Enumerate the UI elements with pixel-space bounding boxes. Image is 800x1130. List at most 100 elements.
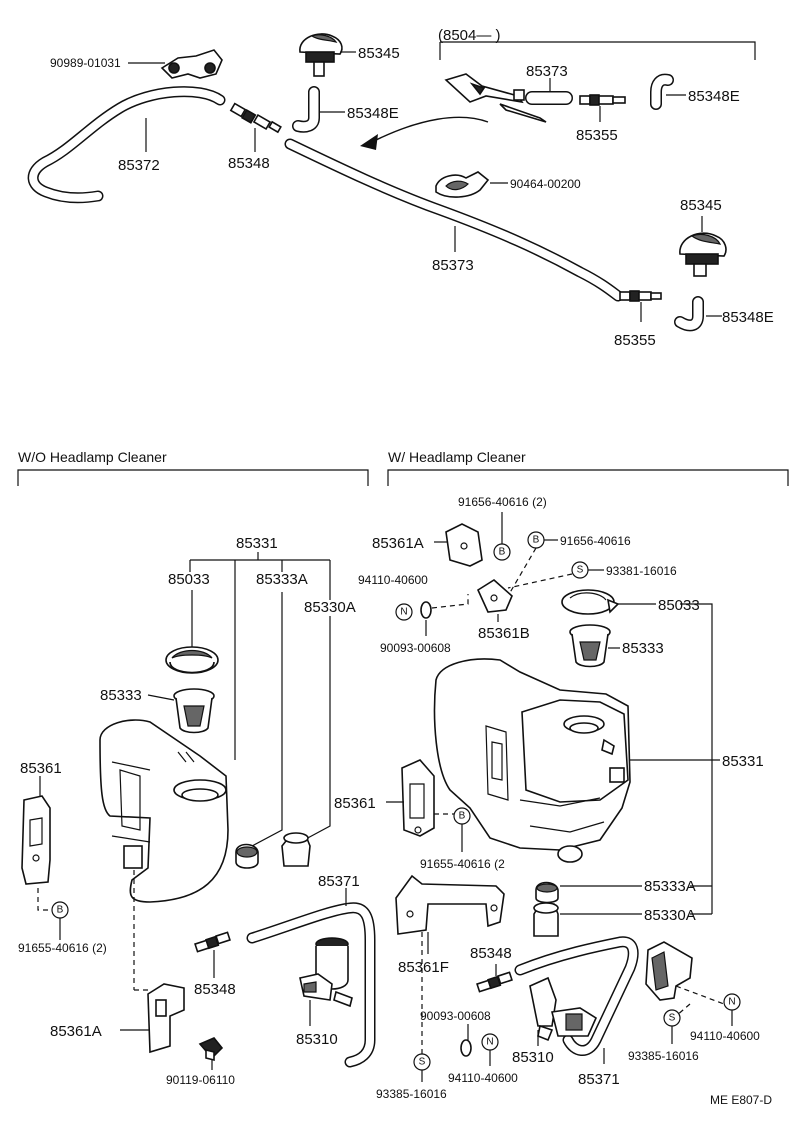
label-85345-right: 85345 bbox=[680, 197, 722, 214]
w-label-85033: 85033 bbox=[658, 597, 700, 614]
w-bracket-85361A bbox=[445, 523, 483, 567]
label-85348: 85348 bbox=[228, 155, 270, 172]
wo-strainer-85333 bbox=[173, 688, 215, 734]
wo-label-85033: 85033 bbox=[168, 571, 210, 588]
hose-clip-90989 bbox=[160, 49, 223, 79]
wo-washer-tank bbox=[99, 719, 229, 903]
wo-assembly-leader bbox=[189, 552, 331, 760]
w-label-94110-40600-b: 94110-40600 bbox=[448, 1071, 518, 1085]
diagram-code: ME E807-D bbox=[710, 1093, 772, 1107]
wo-label-85333A: 85333A bbox=[256, 571, 308, 588]
w-label-85331: 85331 bbox=[722, 753, 764, 770]
section-bracket-without bbox=[17, 469, 369, 486]
label-85348E-right: 85348E bbox=[722, 309, 774, 326]
svg-text:S: S bbox=[419, 1057, 426, 1068]
wo-bolt-90119-06110 bbox=[198, 1037, 224, 1062]
label-85373-optional: 85373 bbox=[526, 63, 568, 80]
label-85345-top: 85345 bbox=[358, 45, 400, 62]
optional-connector-85355 bbox=[579, 94, 626, 106]
w-bracket-85361F bbox=[395, 874, 505, 935]
label-85355-optional: 85355 bbox=[576, 127, 618, 144]
w-washer-90093 bbox=[420, 601, 432, 619]
w-washer-pump-85310 bbox=[529, 976, 598, 1042]
label-85373: 85373 bbox=[432, 257, 474, 274]
w-label-85333: 85333 bbox=[622, 640, 664, 657]
w-label-85330A: 85330A bbox=[644, 907, 696, 924]
optional-hose-joint bbox=[444, 73, 547, 123]
w-label-94110-40600-a: 94110-40600 bbox=[358, 573, 428, 587]
wo-label-85361A: 85361A bbox=[50, 1023, 102, 1040]
section-bracket-with bbox=[387, 469, 789, 486]
w-label-93385-16016-b: 93385-16016 bbox=[628, 1049, 699, 1063]
label-85348E-top: 85348E bbox=[347, 105, 399, 122]
w-tank-cap-85033 bbox=[561, 589, 620, 615]
wo-label-90119-06110: 90119-06110 bbox=[166, 1073, 235, 1087]
svg-text:N: N bbox=[728, 997, 735, 1008]
wo-label-85348: 85348 bbox=[194, 981, 236, 998]
w-assembly-leader bbox=[630, 603, 720, 915]
w-label-85361A: 85361A bbox=[372, 535, 424, 552]
label-90989-01031: 90989-01031 bbox=[50, 56, 121, 70]
section-title-with-cleaner: W/ Headlamp Cleaner bbox=[388, 449, 526, 465]
w-label-85361F: 85361F bbox=[398, 959, 449, 976]
clip-90464-00200 bbox=[435, 171, 490, 198]
wo-label-85371: 85371 bbox=[318, 873, 360, 890]
wo-grommet-85333A bbox=[235, 843, 259, 869]
washer-nozzle-85345-top bbox=[299, 33, 343, 77]
w-label-94110-40600-c: 94110-40600 bbox=[690, 1029, 760, 1043]
elbow-hose-85348E-top bbox=[292, 86, 320, 133]
routing-arrow bbox=[360, 116, 489, 150]
svg-text:N: N bbox=[400, 607, 407, 618]
w-label-90093-00608-a: 90093-00608 bbox=[380, 641, 451, 655]
connector-85355-right bbox=[619, 290, 662, 302]
wo-tank-cap-85033 bbox=[165, 646, 219, 674]
label-85355-right: 85355 bbox=[614, 332, 656, 349]
w-label-85371: 85371 bbox=[578, 1071, 620, 1088]
wo-hose-85371 bbox=[246, 902, 376, 1068]
w-label-91656-40616: 91656-40616 bbox=[560, 534, 631, 548]
w-marker-b-top bbox=[493, 543, 511, 561]
svg-text:B: B bbox=[459, 811, 466, 822]
wo-label-85331: 85331 bbox=[236, 535, 278, 552]
w-grommet-85330A bbox=[533, 902, 559, 937]
svg-text:N: N bbox=[486, 1037, 493, 1048]
elbow-hose-85348E-right bbox=[674, 296, 704, 332]
wo-label-91655-40616: 91655-40616 (2) bbox=[18, 941, 107, 955]
w-marker-n-top bbox=[395, 603, 413, 621]
wo-label-85361: 85361 bbox=[20, 760, 62, 777]
w-hose-joint-85348 bbox=[476, 971, 513, 993]
svg-text:B: B bbox=[57, 905, 64, 916]
svg-text:B: B bbox=[533, 535, 540, 546]
section-title-without-cleaner: W/O Headlamp Cleaner bbox=[18, 449, 167, 465]
w-label-91656-40616-2: 91656-40616 (2) bbox=[458, 495, 547, 509]
svg-text:B: B bbox=[499, 547, 506, 558]
w-label-93381-16016: 93381-16016 bbox=[606, 564, 677, 578]
w-label-90093-00608-b: 90093-00608 bbox=[420, 1009, 491, 1023]
w-cleaner-pump-bracket bbox=[645, 941, 693, 1001]
wo-label-85310: 85310 bbox=[296, 1031, 338, 1048]
w-washer-90093-bottom bbox=[460, 1039, 472, 1057]
optional-elbow-85348E bbox=[650, 73, 674, 110]
wo-bracket-85361A bbox=[147, 983, 185, 1054]
svg-text:S: S bbox=[669, 1013, 676, 1024]
w-label-85348: 85348 bbox=[470, 945, 512, 962]
washer-nozzle-85345-right bbox=[679, 232, 727, 277]
washer-hose-85372 bbox=[27, 86, 226, 204]
w-bracket-85361B bbox=[476, 579, 513, 613]
wo-washer-pump-85310 bbox=[299, 937, 353, 1008]
w-label-85361B: 85361B bbox=[478, 625, 530, 642]
w-bracket-85361 bbox=[401, 759, 435, 837]
wo-hose-joint-85348 bbox=[194, 931, 231, 953]
w-strainer-85333 bbox=[569, 624, 611, 668]
svg-text:S: S bbox=[577, 565, 584, 576]
optional-group-bracket bbox=[439, 41, 756, 60]
optional-group-label: (8504— ) bbox=[438, 27, 501, 44]
w-grommet-85333A bbox=[535, 881, 559, 904]
label-90464-00200: 90464-00200 bbox=[510, 177, 581, 191]
washer-hose-85373 bbox=[284, 138, 624, 302]
wo-label-85333: 85333 bbox=[100, 687, 142, 704]
wo-grommet-85330A bbox=[281, 832, 311, 867]
wo-bracket-85361 bbox=[21, 795, 51, 885]
